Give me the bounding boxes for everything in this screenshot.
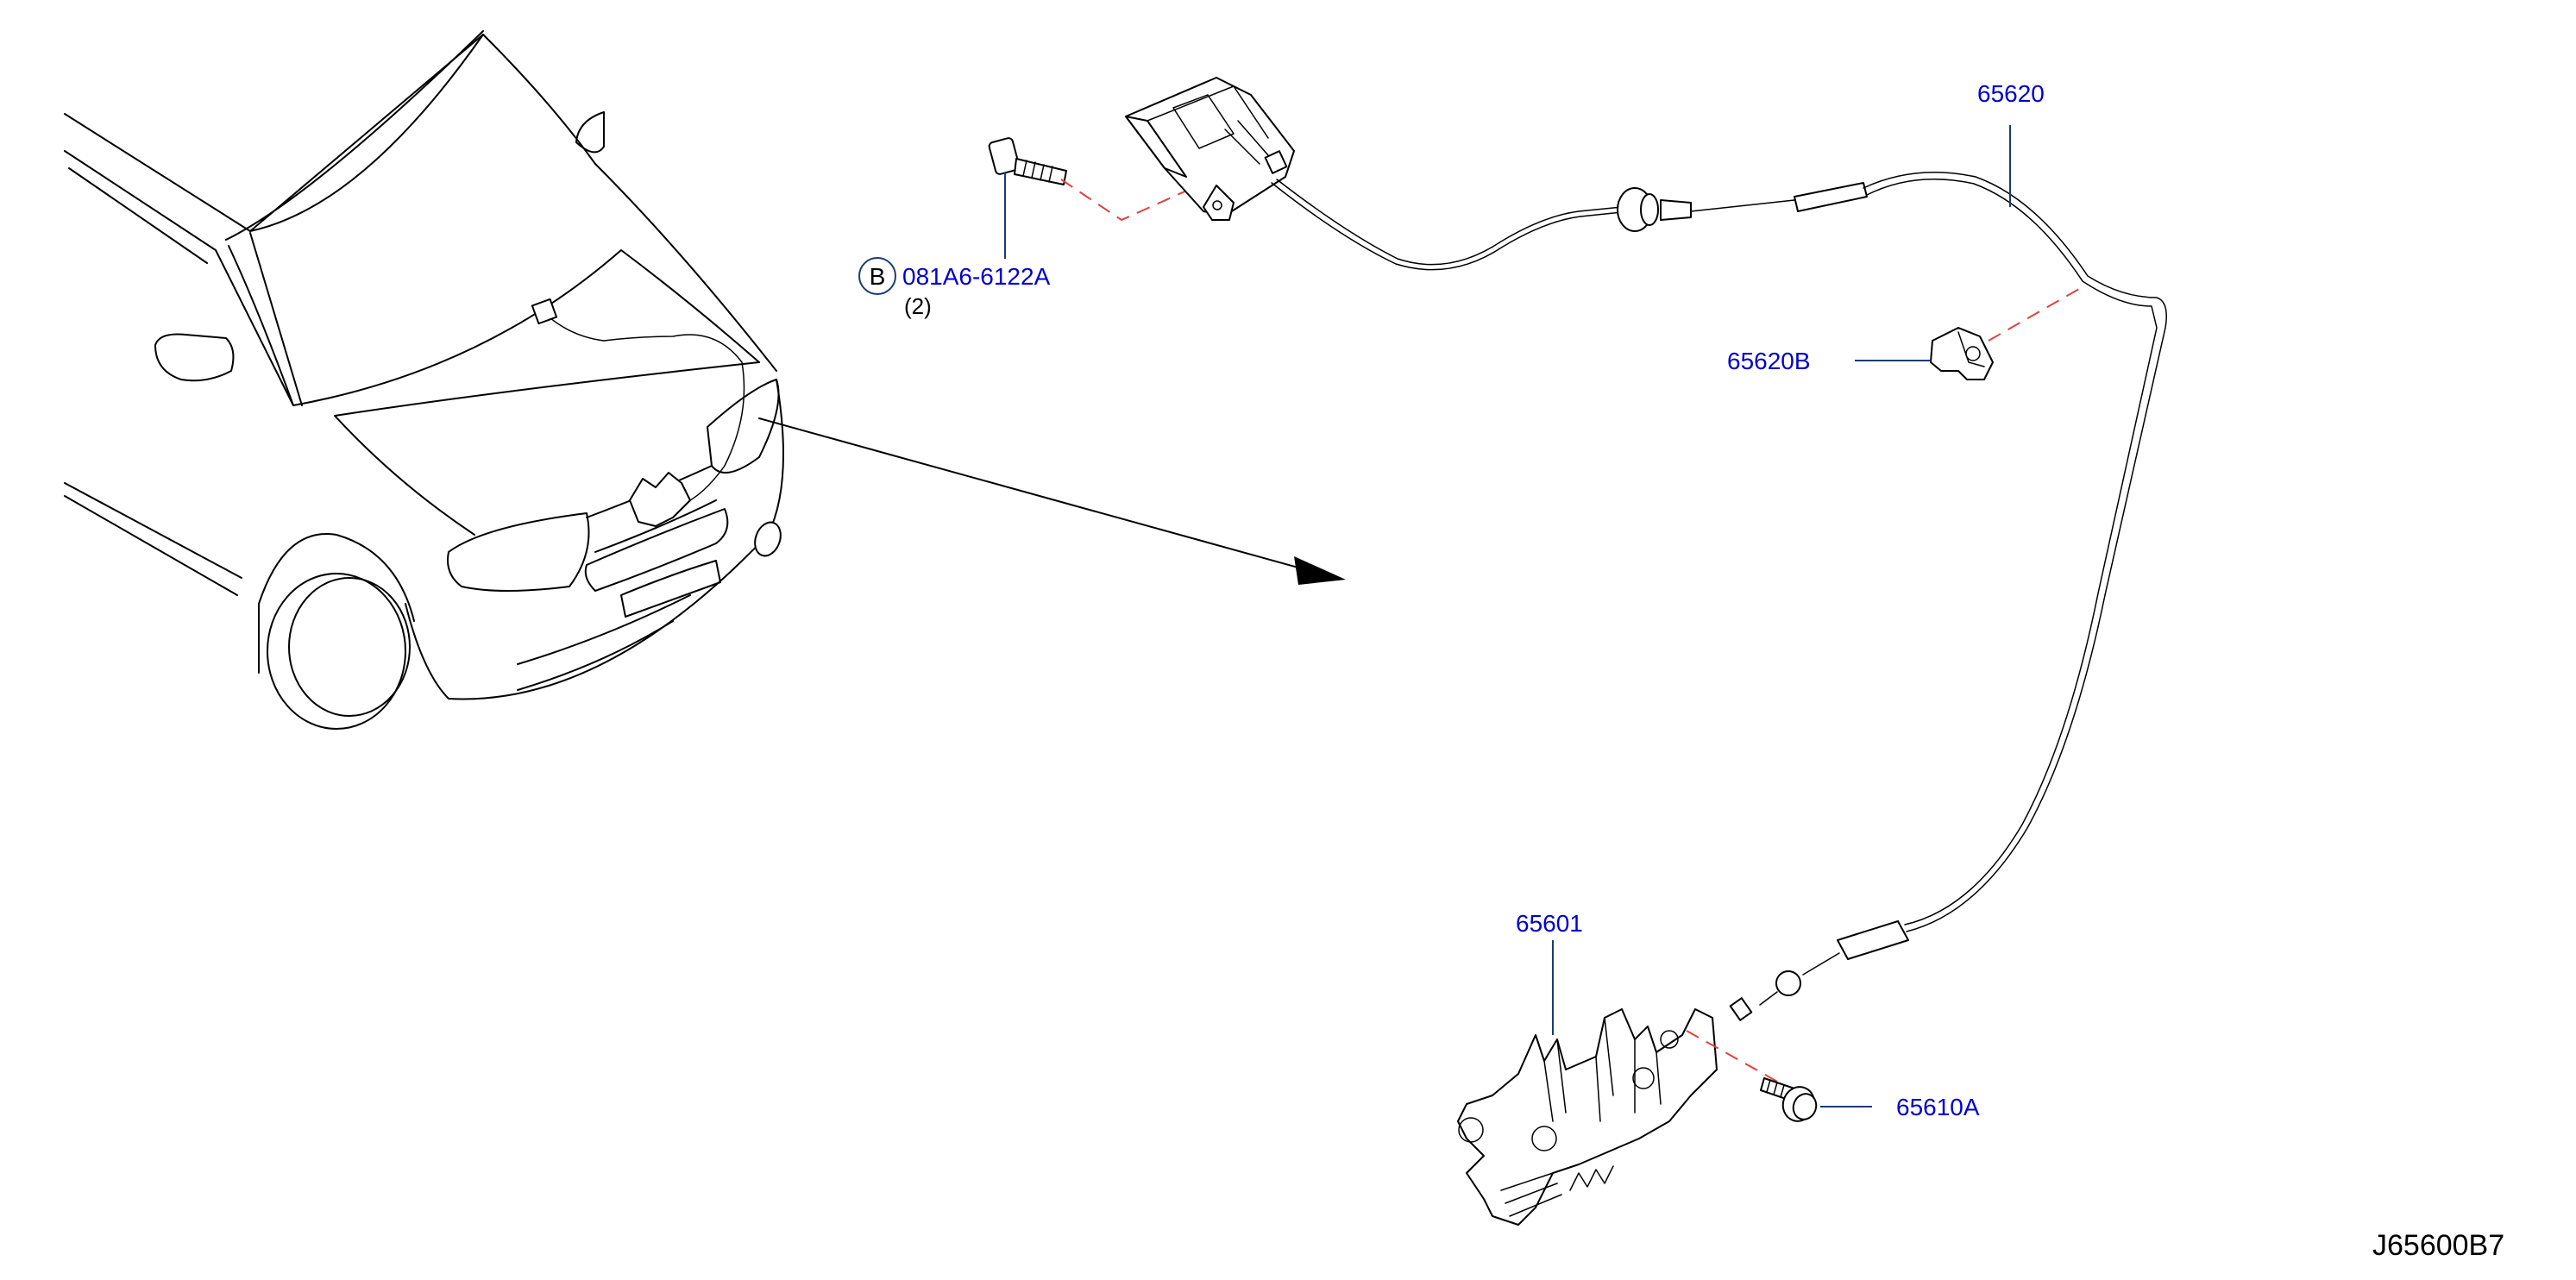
bolt (988, 137, 1067, 185)
latch-bolt (1760, 1077, 1818, 1122)
headlight-left (447, 512, 590, 592)
side-mirror (154, 333, 235, 382)
callout-latch-bolt: 65610A (1896, 1094, 1980, 1120)
callout-latch: 65601 (1516, 910, 1583, 937)
clip (1930, 327, 1994, 380)
release-handle-on-vehicle (531, 298, 558, 325)
bolt-quantity: (2) (904, 293, 932, 319)
clip-dashed-line (1988, 288, 2080, 342)
bolt-prefix-circle (858, 257, 896, 295)
callout-arrow (1294, 556, 1346, 585)
bolt-prefix-label: B (870, 263, 886, 290)
cable-end-sleeve (1837, 920, 1909, 960)
headlight-right (707, 379, 780, 474)
bolt-dashed-line (1060, 179, 1209, 222)
release-handle (1125, 77, 1295, 221)
callout-bolt: 081A6-6122A (902, 263, 1051, 290)
hood-latch (1457, 1008, 1718, 1226)
cable-on-vehicle (543, 311, 745, 505)
latch-dashed-line (1686, 1030, 1795, 1092)
latch-spring (1500, 1172, 1562, 1217)
release-cable (1271, 172, 2167, 1021)
fog-lamp (754, 521, 782, 557)
callout-cable: 65620 (1977, 80, 2045, 107)
grille (584, 508, 729, 592)
latch-on-vehicle (629, 472, 691, 527)
figure-id: J65600B7 (2372, 1229, 2504, 1262)
vehicle-illustration (64, 30, 1346, 730)
callout-clip: 65620B (1727, 348, 1811, 374)
